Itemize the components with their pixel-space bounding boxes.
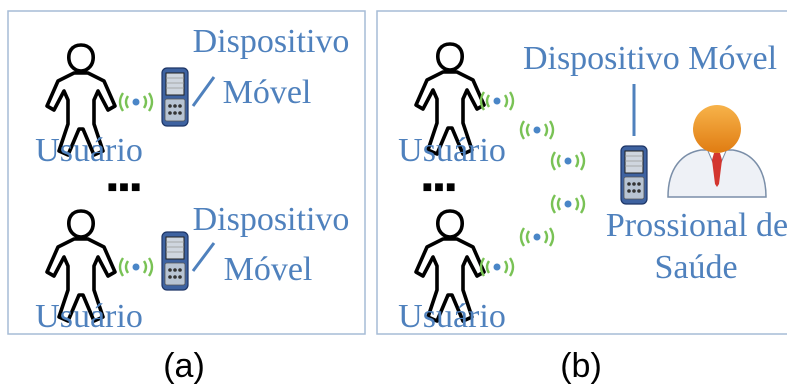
professional-label-line1: Prossional de [606, 207, 787, 244]
ellipsis: ■■■ [423, 179, 458, 196]
device-pointer-line [191, 76, 216, 107]
user-label: Usuário [35, 298, 143, 335]
health-professional-icon [667, 105, 767, 198]
device-label-line2: Móvel [223, 74, 312, 111]
pda-device-icon [161, 231, 189, 291]
user-label: Usuário [398, 298, 506, 335]
device-pointer-line [191, 242, 216, 272]
device-label-line1: Dispositivo [193, 201, 350, 238]
panel-b-caption: (b) [560, 347, 602, 385]
ellipsis: ■■■ [108, 179, 143, 196]
user-label: Usuário [35, 132, 143, 169]
pda-device-icon [161, 67, 189, 127]
user-label: Usuário [398, 132, 506, 169]
pda-device-icon [620, 145, 648, 205]
panel-a-caption: (a) [163, 347, 205, 385]
device-label-line1: Dispositivo [193, 23, 350, 60]
professional-label-line2: Saúde [654, 249, 737, 286]
device-label: Dispositivo Móvel [523, 40, 777, 77]
device-label-line2: Móvel [224, 251, 313, 288]
